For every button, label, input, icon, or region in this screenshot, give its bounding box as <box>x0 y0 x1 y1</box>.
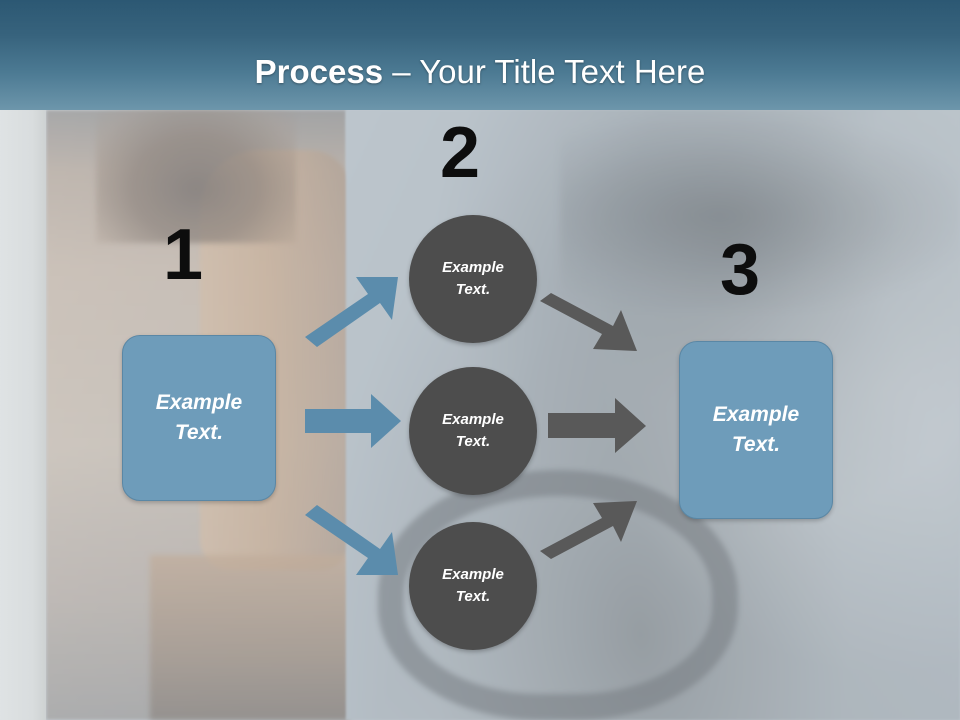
title-bar <box>0 0 960 110</box>
process-circle-2-line2: Text. <box>455 433 491 450</box>
page-title: Process – Your Title Text Here <box>0 52 960 92</box>
step-number-3: 3 <box>720 230 761 310</box>
process-circle-3-line1: Example <box>442 566 504 583</box>
process-circle-3[interactable]: Example Text. <box>409 522 537 650</box>
process-circle-1-line2: Text. <box>455 281 491 298</box>
process-box-1-line2: Text. <box>174 421 224 444</box>
process-circle-1-line1: Example <box>442 259 504 276</box>
title-light: Your Title Text Here <box>419 53 706 90</box>
process-box-3-line1: Example <box>712 403 800 426</box>
process-circle-1[interactable]: Example Text. <box>409 215 537 343</box>
process-box-3-line2: Text. <box>731 433 781 456</box>
process-box-1[interactable]: Example Text. <box>122 335 276 501</box>
process-box-1-line1: Example <box>155 391 243 414</box>
step-number-2: 2 <box>440 113 481 193</box>
process-circle-3-line2: Text. <box>455 588 491 605</box>
title-strong: Process <box>254 53 384 90</box>
process-box-3[interactable]: Example Text. <box>679 341 833 519</box>
process-circle-2[interactable]: Example Text. <box>409 367 537 495</box>
process-circle-2-line1: Example <box>442 411 504 428</box>
title-separator: – <box>383 53 420 90</box>
step-number-1: 1 <box>163 215 204 295</box>
